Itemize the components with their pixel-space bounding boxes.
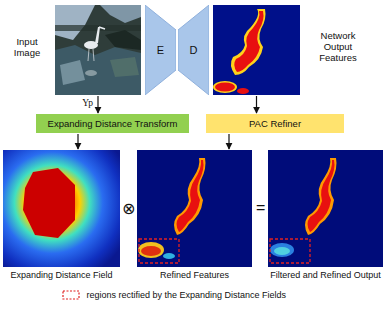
box-label: Expanding Distance Transform [37,118,188,129]
image-panel: Refined Features [137,150,252,267]
operator-symbol: ⊗ [122,199,135,218]
legend-text: regions rectified by the Expanding Dista… [87,290,287,300]
flow-arrow [97,96,98,113]
signal-label: Yp [81,98,94,108]
block-letter: E [145,44,176,56]
panel-caption: Refined Features [160,270,229,280]
flow-arrow [77,134,78,149]
legend: regions rectified by the Expanding Dista… [62,289,286,300]
box-label: PAC Refiner [207,118,343,129]
illustration [268,150,383,267]
panel-caption: Expanding Distance Field [10,270,112,280]
illustration [137,150,252,267]
operator-symbol: = [256,199,265,217]
image-panel: Network Output Features [213,5,300,95]
panel-caption: Filtered and Refined Output [270,270,381,280]
process-box: PAC Refiner [206,114,344,133]
decoder-block: D [178,5,209,95]
panel-caption: Input Image [5,37,49,59]
illustration [55,5,141,95]
flow-arrow [256,96,257,113]
image-panel: Input Image [55,5,141,95]
image-panel: Expanding Distance Field [3,150,120,267]
block-letter: D [178,44,209,56]
flow-arrow [228,134,229,149]
encoder-block: E [145,5,176,95]
illustration [213,5,300,95]
image-panel: Filtered and Refined Output [268,150,383,267]
panel-caption: Network Output Features [310,31,366,64]
illustration [3,150,120,267]
legend-swatch [62,290,80,300]
process-box: Expanding Distance Transform [36,114,189,133]
